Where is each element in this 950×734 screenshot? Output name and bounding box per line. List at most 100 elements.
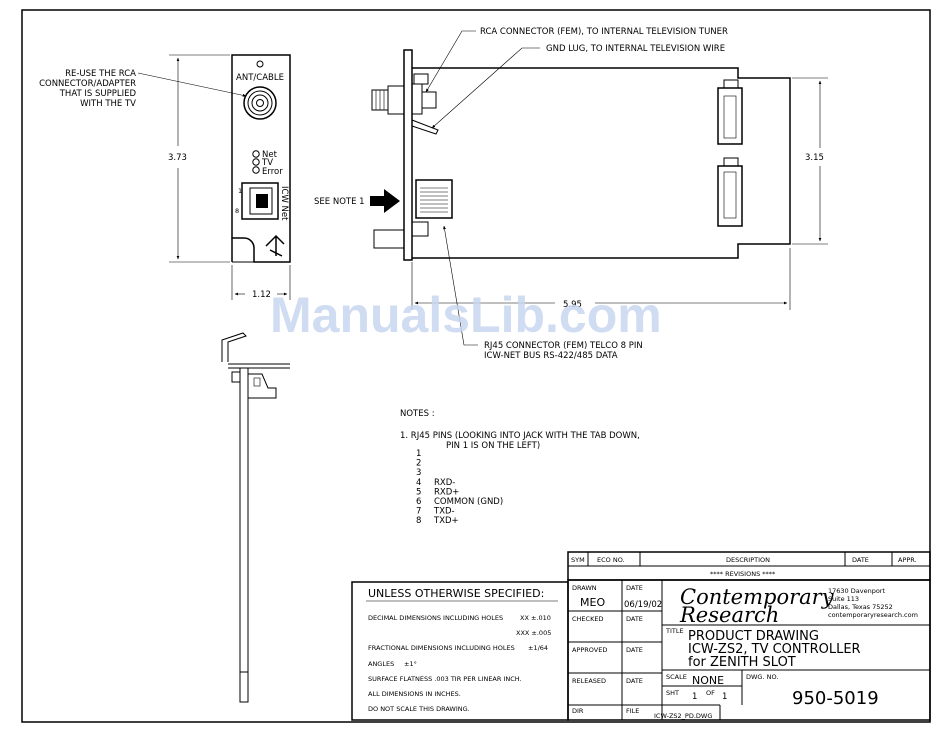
svg-text:TITLE: TITLE <box>665 627 684 635</box>
svg-text:ANGLES: ANGLES <box>368 660 394 668</box>
svg-text:ICW-NET BUS RS-422/485 DATA: ICW-NET BUS RS-422/485 DATA <box>484 351 618 361</box>
svg-text:THAT IS SUPPLIED: THAT IS SUPPLIED <box>59 89 137 99</box>
svg-text:DESCRIPTION: DESCRIPTION <box>726 556 770 564</box>
rj45-port <box>241 182 279 220</box>
pin-signal: COMMON (GND) <box>434 497 503 507</box>
svg-text:OF: OF <box>706 689 715 697</box>
led-label-net: Net <box>262 150 278 160</box>
notes-section: NOTES : 1. RJ45 PINS (LOOKING INTO JACK … <box>400 409 640 526</box>
pin-signal: RXD- <box>434 478 455 488</box>
cr-logo-icon <box>265 234 285 257</box>
dim-width-value: 1.12 <box>252 290 271 300</box>
svg-text:XXX ±.005: XXX ±.005 <box>516 629 551 637</box>
edge-connector-bottom <box>717 165 743 227</box>
svg-text:MEO: MEO <box>580 596 605 609</box>
svg-text:RE-USE THE RCA: RE-USE THE RCA <box>65 69 136 79</box>
svg-text:ICW-ZS2, TV CONTROLLER: ICW-ZS2, TV CONTROLLER <box>688 642 861 657</box>
svg-text:DATE: DATE <box>626 677 643 685</box>
pin-8-label: 8 <box>235 207 239 215</box>
svg-text:±1°: ±1° <box>404 660 417 668</box>
svg-text:RJ45 CONNECTOR (FEM) TELCO 8 P: RJ45 CONNECTOR (FEM) TELCO 8 PIN <box>484 341 643 351</box>
svg-text:06/19/02: 06/19/02 <box>624 600 662 610</box>
svg-text:APPROVED: APPROVED <box>572 646 607 654</box>
svg-text:SCALE: SCALE <box>666 673 687 681</box>
tv-led <box>252 158 260 166</box>
svg-text:**** REVISIONS ****: **** REVISIONS **** <box>710 570 776 578</box>
board-side-view: SEE NOTE 1 <box>314 49 791 261</box>
revision-block: SYM ECO NO. DESCRIPTION DATE APPR. **** … <box>567 551 931 581</box>
pin-number: 8 <box>416 516 421 526</box>
bracket-edge-view <box>221 332 290 703</box>
svg-text:NONE: NONE <box>692 674 724 687</box>
svg-text:SURFACE FLATNESS .003 TIR PER: SURFACE FLATNESS .003 TIR PER LINEAR INC… <box>368 675 522 683</box>
see-note-label: SEE NOTE 1 <box>314 197 365 207</box>
svg-text:ECO NO.: ECO NO. <box>597 556 625 564</box>
pin-number: 4 <box>416 478 421 488</box>
svg-text:RELEASED: RELEASED <box>572 677 606 685</box>
svg-text:DWG. NO.: DWG. NO. <box>746 673 778 681</box>
dim-board-height: 3.15 <box>792 77 828 245</box>
svg-text:FILE: FILE <box>626 707 639 715</box>
svg-text:SYM: SYM <box>571 556 585 564</box>
svg-text:DATE: DATE <box>626 615 643 623</box>
title-block: DRAWN MEO DATE 06/19/02 CHECKED DATE APP… <box>567 579 931 721</box>
svg-text:Research: Research <box>679 603 779 627</box>
svg-text:FRACTIONAL DIMENSIONS INCLUDIN: FRACTIONAL DIMENSIONS INCLUDING HOLES <box>368 644 515 652</box>
svg-text:DATE: DATE <box>852 556 869 564</box>
rj45-callout: RJ45 CONNECTOR (FEM) TELCO 8 PIN ICW-NET… <box>443 225 643 361</box>
led-label-tv: TV <box>261 158 273 168</box>
gnd-lug-callout: GND LUG, TO INTERNAL TELEVISION WIRE <box>431 44 725 129</box>
icw-net-port-label: ICW Net <box>279 186 289 221</box>
svg-text:DECIMAL DIMENSIONS INCLUDING H: DECIMAL DIMENSIONS INCLUDING HOLES <box>368 614 503 622</box>
svg-text:DIR: DIR <box>572 707 584 715</box>
pin-number: 2 <box>416 459 421 469</box>
svg-text:WITH THE TV: WITH THE TV <box>80 99 136 109</box>
svg-text:ICW-ZS2_PD.DWG: ICW-ZS2_PD.DWG <box>654 712 712 720</box>
pin-signal: RXD+ <box>434 487 459 497</box>
pin-number: 3 <box>416 468 421 478</box>
note-arrow-icon <box>370 189 400 213</box>
dim-width: 1.12 <box>231 265 291 300</box>
pin-number: 6 <box>416 497 421 507</box>
svg-text:CONNECTOR/ADAPTER: CONNECTOR/ADAPTER <box>39 79 136 89</box>
dim-board-length: 5.95 <box>411 248 791 310</box>
notes-heading: NOTES : <box>400 409 435 419</box>
tolerance-block: UNLESS OTHERWISE SPECIFIED: DECIMAL DIME… <box>351 581 569 721</box>
svg-text:DO NOT SCALE THIS DRAWING.: DO NOT SCALE THIS DRAWING. <box>368 705 470 713</box>
pin-signal: TXD- <box>433 507 455 517</box>
error-led <box>252 166 260 174</box>
pin-signal: TXD+ <box>433 516 459 526</box>
svg-text:CHECKED: CHECKED <box>572 615 603 623</box>
svg-text:XX ±.010: XX ±.010 <box>520 614 551 622</box>
rca-jack-outer <box>243 86 277 120</box>
svg-text:for ZENITH SLOT: for ZENITH SLOT <box>688 655 796 670</box>
svg-text:DRAWN: DRAWN <box>572 584 597 592</box>
led-label-error: Error <box>262 167 283 177</box>
drawing-title: PRODUCT DRAWING <box>688 629 819 644</box>
svg-text:RCA CONNECTOR (FEM), TO INTERN: RCA CONNECTOR (FEM), TO INTERNAL TELEVIS… <box>480 27 728 37</box>
svg-text:SHT: SHT <box>666 689 679 697</box>
sheet-border <box>21 9 931 723</box>
edge-connector-top <box>717 87 743 145</box>
faceplate-front-view: ANT/CABLE Net TV Error 1 8 ICW Net <box>231 54 291 263</box>
svg-text:DATE: DATE <box>626 646 643 654</box>
rj45-side <box>415 179 453 219</box>
svg-text:Dallas, Texas 75252: Dallas, Texas 75252 <box>828 603 893 611</box>
pin-1-label: 1 <box>238 187 242 195</box>
svg-text:1. RJ45 PINS (LOOKING INTO JAC: 1. RJ45 PINS (LOOKING INTO JACK WITH THE… <box>400 431 640 441</box>
svg-text:GND LUG, TO INTERNAL TELEVISIO: GND LUG, TO INTERNAL TELEVISION WIRE <box>546 44 725 54</box>
svg-text:PIN 1 IS ON THE LEFT): PIN 1 IS ON THE LEFT) <box>446 441 540 451</box>
pin-number: 5 <box>416 487 421 497</box>
svg-text:ALL DIMENSIONS IN INCHES.: ALL DIMENSIONS IN INCHES. <box>368 690 461 698</box>
net-led <box>252 150 260 158</box>
dim-height: 3.73 <box>168 54 230 263</box>
svg-text:UNLESS OTHERWISE SPECIFIED:: UNLESS OTHERWISE SPECIFIED: <box>368 587 544 600</box>
dim-height-value: 3.73 <box>168 153 187 163</box>
svg-text:contemporaryresearch.com: contemporaryresearch.com <box>828 611 918 619</box>
dim-board-height-value: 3.15 <box>805 153 824 163</box>
pin-number: 1 <box>416 449 421 459</box>
dim-board-length-value: 5.95 <box>563 300 582 310</box>
svg-text:1: 1 <box>692 692 697 702</box>
